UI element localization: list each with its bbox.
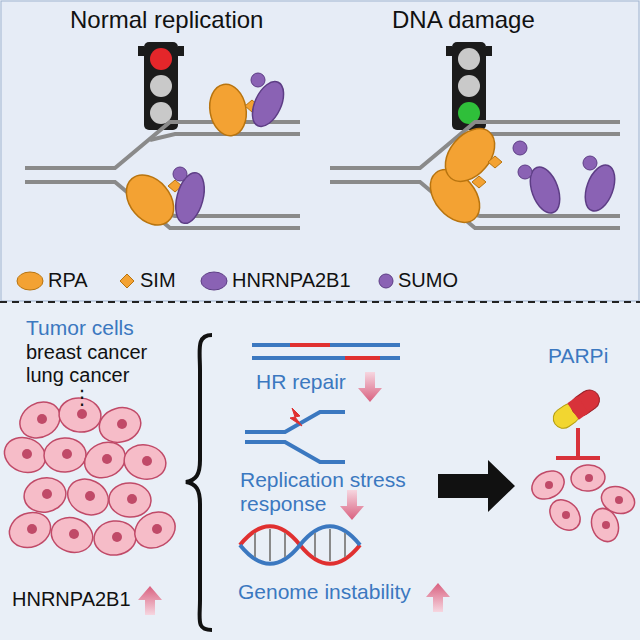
- nucleus: [42, 489, 52, 499]
- legend-text: SIM: [140, 269, 176, 292]
- nucleus: [152, 524, 162, 534]
- text-label: Tumor cells: [26, 316, 134, 340]
- nucleus: [117, 419, 127, 429]
- nucleus: [77, 409, 87, 419]
- tumor-cells: [0, 395, 182, 558]
- trend-arrows: [138, 372, 450, 615]
- dna-helix-icon: [240, 526, 360, 564]
- legend-text: SUMO: [398, 269, 458, 292]
- inhibition-line: [556, 428, 600, 458]
- top-panel: [1, 1, 639, 301]
- nucleus: [142, 456, 152, 466]
- nucleus: [22, 449, 32, 459]
- divider: [0, 301, 640, 303]
- nucleus: [69, 529, 79, 539]
- cell: [128, 505, 181, 555]
- legend-text: RPA: [48, 269, 88, 292]
- nucleus: [562, 511, 570, 519]
- cell: [570, 464, 606, 493]
- text-label: PARPi: [548, 344, 608, 368]
- protein-complex-damage: [420, 119, 620, 232]
- cell: [95, 403, 145, 447]
- cell: [62, 473, 115, 522]
- bracket: [186, 335, 212, 630]
- text-label: breast cancer: [26, 341, 147, 364]
- nucleus: [602, 521, 610, 529]
- dying-cells: [527, 464, 639, 546]
- protein-complex-normal: [117, 73, 290, 234]
- fork-icon: [245, 408, 345, 462]
- cell: [121, 441, 169, 483]
- text-label: Genome instability: [238, 580, 411, 604]
- text-label: HNRNPA2B1: [12, 588, 131, 611]
- cell: [527, 465, 569, 505]
- cell: [108, 482, 152, 518]
- nucleus: [112, 532, 122, 542]
- cell: [4, 507, 55, 553]
- nucleus: [102, 454, 112, 464]
- cell: [92, 519, 137, 557]
- text-label: Replication stress response: [240, 468, 430, 516]
- text-label: DNA damage: [392, 6, 535, 34]
- text-label: Normal replication: [70, 6, 263, 34]
- nucleus: [62, 449, 72, 459]
- result-arrow: [438, 460, 515, 512]
- text-label: lung cancer: [26, 364, 129, 387]
- nucleus: [85, 491, 95, 501]
- nucleus: [585, 474, 593, 482]
- cell: [43, 437, 86, 472]
- nucleus: [545, 481, 553, 489]
- cell: [21, 474, 69, 515]
- traffic-light-green: [446, 42, 492, 130]
- nucleus: [127, 494, 137, 504]
- legend-text: HNRNPA2B1: [232, 269, 351, 292]
- cell: [544, 494, 586, 536]
- pill: [549, 386, 603, 432]
- nucleus: [615, 496, 623, 504]
- cell: [79, 436, 131, 485]
- traffic-light-red: [138, 42, 184, 130]
- cell: [0, 432, 51, 479]
- text-label: HR repair: [256, 370, 346, 394]
- cell: [587, 505, 623, 546]
- nucleus: [27, 524, 37, 534]
- dna-duplex-icon: [252, 345, 400, 358]
- cell: [47, 513, 97, 558]
- text-label: ⋮: [72, 386, 92, 409]
- nucleus: [37, 414, 47, 424]
